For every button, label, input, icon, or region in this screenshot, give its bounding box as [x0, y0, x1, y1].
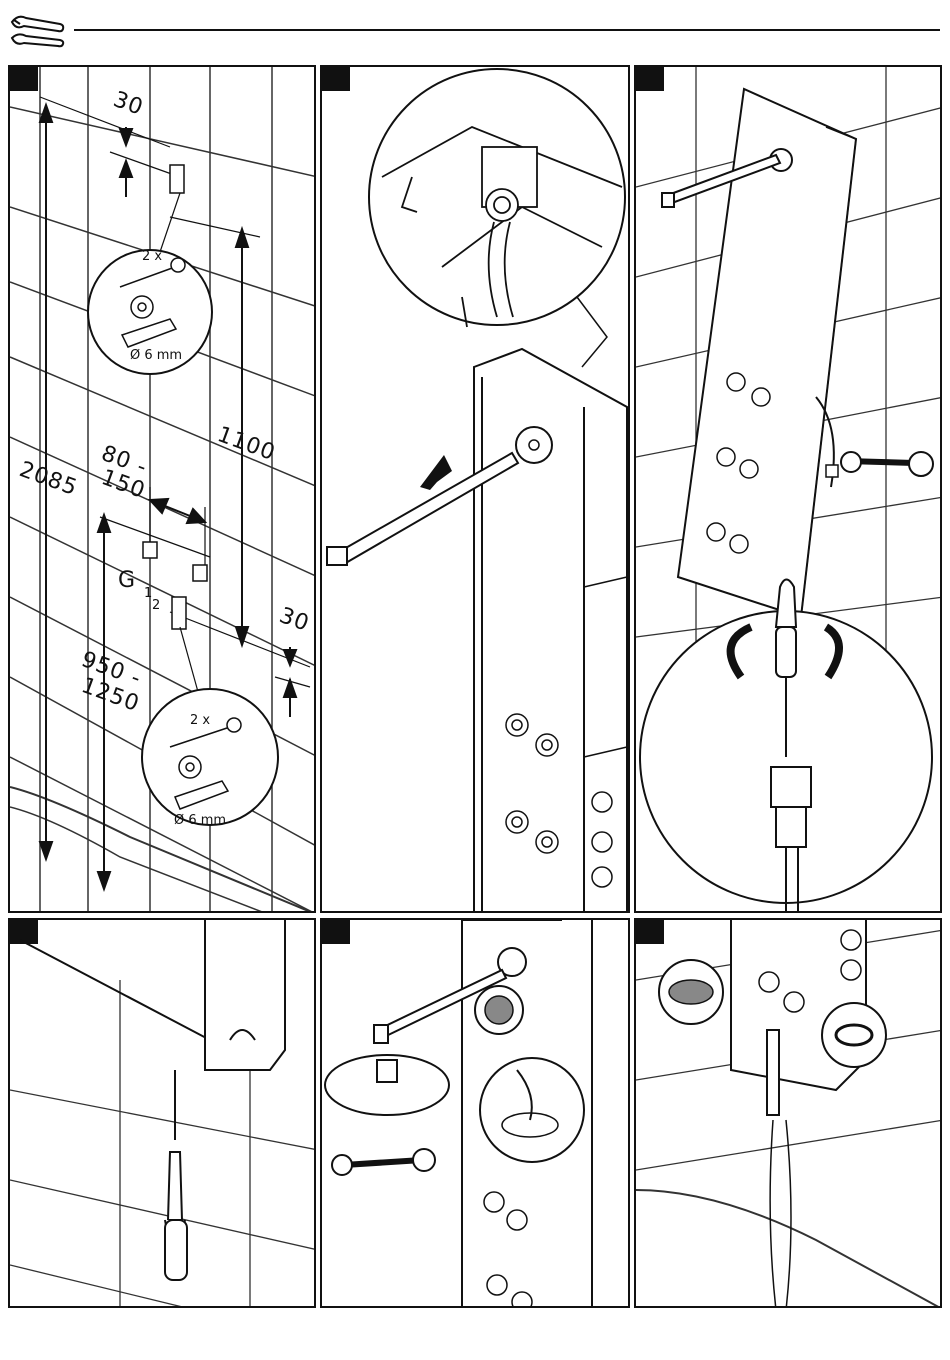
panel-connection-drawing [322, 67, 630, 913]
step-panel-2 [320, 65, 630, 913]
detail-bottom-diameter: Ø 6 mm [174, 813, 226, 828]
step-panel-1: 30 2085 1100 80 - 150 G 1 2 30 950 - 125… [8, 65, 316, 913]
detail-top-diameter: Ø 6 mm [130, 348, 182, 363]
detail-top-quantity: 2 x [142, 249, 162, 264]
step-panel-5 [320, 918, 630, 1308]
thread-label: G [118, 568, 136, 593]
dim-bracket-spacing: 1100 [214, 422, 279, 466]
step-panel-3 [634, 65, 942, 913]
step-panel-6 [634, 918, 942, 1308]
dim-lower-gap: 30 [276, 603, 313, 637]
detail-bottom-quantity: 2 x [190, 713, 210, 728]
thread-fraction-den: 2 [152, 598, 160, 613]
dim-top-gap: 30 [110, 87, 147, 121]
dim-total-height: 2085 [16, 457, 81, 501]
dimension-drawing: 30 2085 1100 80 - 150 G 1 2 30 950 - 125… [10, 67, 316, 913]
tools-icon [8, 12, 68, 48]
header-rule [74, 29, 940, 31]
step-panel-4 [8, 918, 316, 1308]
panel-mounting-drawing [636, 67, 942, 913]
screw-drawing [10, 920, 316, 1308]
showerhead-drawing [322, 920, 630, 1308]
handshower-drawing [636, 920, 942, 1308]
